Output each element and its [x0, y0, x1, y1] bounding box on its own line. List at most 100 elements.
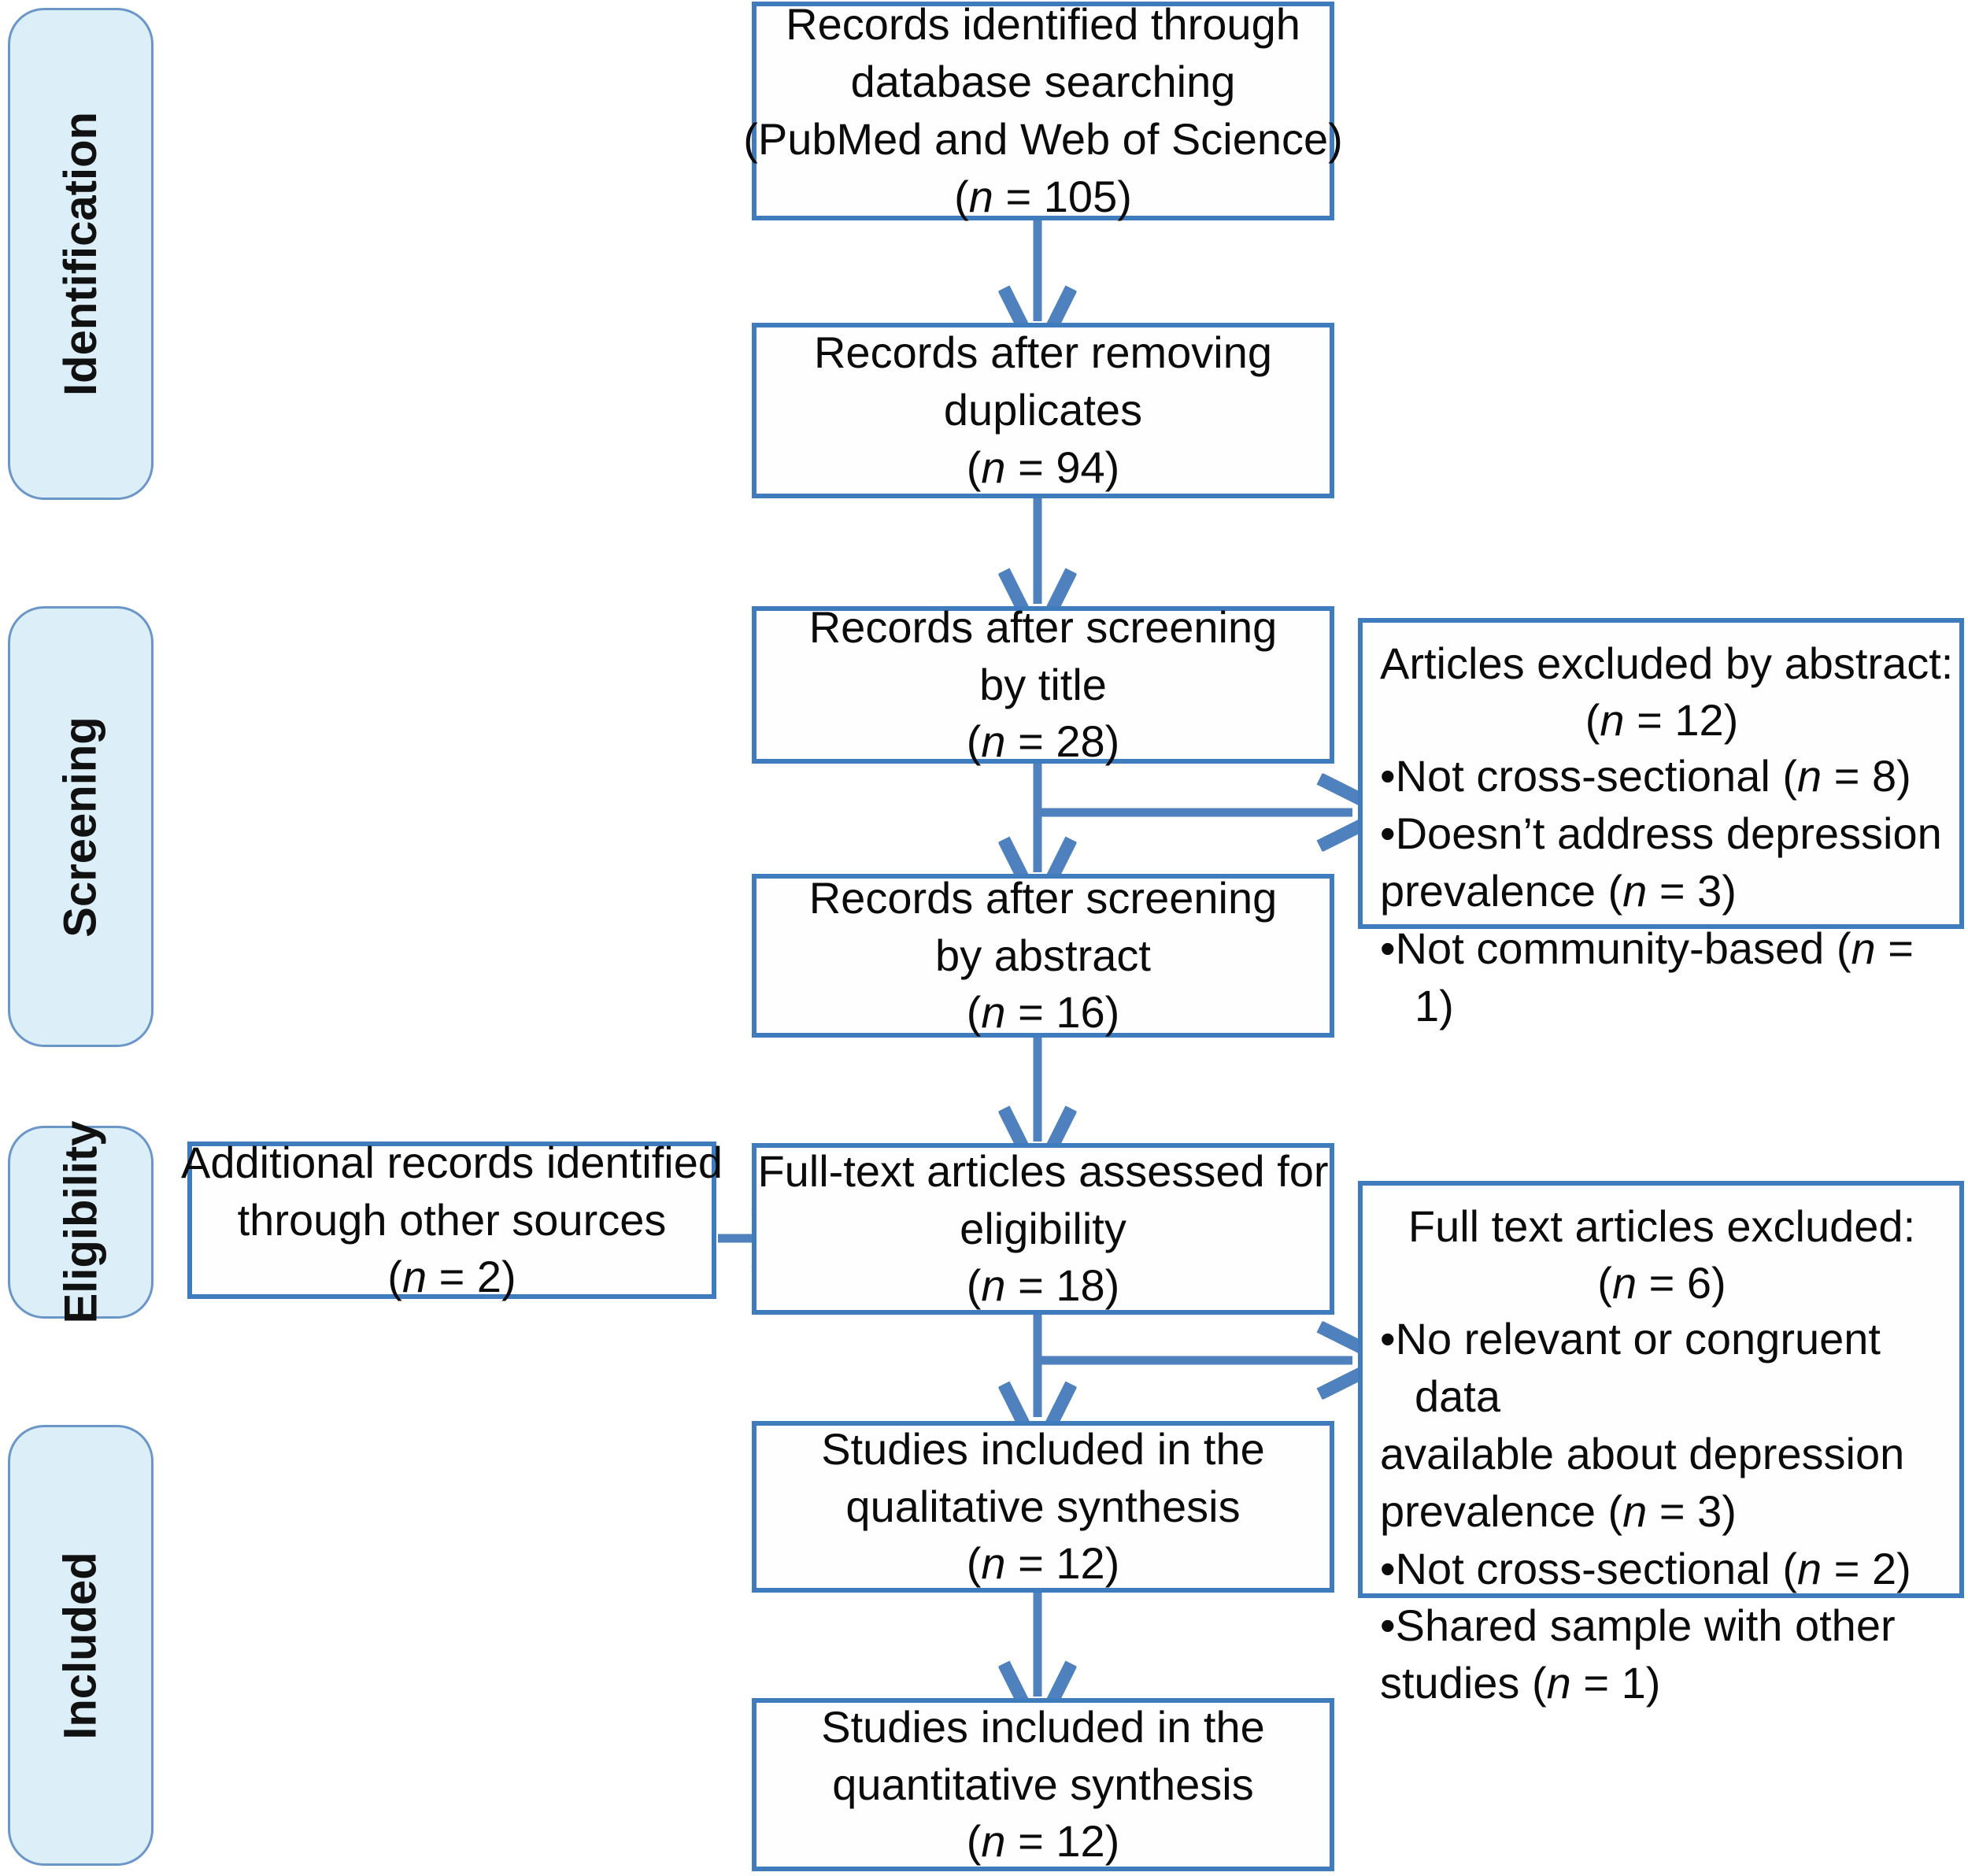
records-identified-line2: database searching [850, 57, 1236, 107]
box-records-after-abstract-screening: Records after screening by abstract (n =… [752, 873, 1334, 1038]
paren-open: ( [966, 987, 982, 1038]
n-symbol: n [1611, 1257, 1637, 1308]
item-text-b: = 2) [1822, 1543, 1911, 1593]
stage-pill-screening: Screening [8, 606, 154, 1047]
paren-open: ( [966, 1260, 982, 1311]
box-additional-records: Additional records identified through ot… [181, 1138, 723, 1302]
item-text-b: = 1) [1415, 923, 1914, 1031]
box-fulltext-assessed: Full-text articles assessed for eligibil… [752, 1143, 1334, 1315]
records-identified-count: (n = 105) [954, 168, 1132, 226]
fulltext-assessed-line2: eligibility [960, 1203, 1126, 1253]
n-symbol: n [1622, 865, 1648, 916]
paren-open: ( [387, 1252, 402, 1302]
n-symbol: n [1851, 923, 1876, 973]
paren-open: ( [954, 171, 969, 221]
item-text-a: Not community-based ( [1395, 923, 1851, 973]
item-text-a: prevalence ( [1380, 865, 1623, 916]
box-articles-excluded-by-abstract: Articles excluded by abstract: (n = 12) … [1358, 618, 1964, 1031]
box-included-quantitative: Studies included in the quantitative syn… [752, 1698, 1334, 1871]
excluded-abstract-total: (n = 12) [1380, 692, 1944, 749]
bullet-glyph: • [1380, 1543, 1396, 1593]
screen-title-count: (n = 28) [967, 713, 1120, 771]
quantitative-count: (n = 12) [967, 1813, 1120, 1870]
stage-label-included: Included [55, 1551, 106, 1740]
stage-label-eligibility: Eligibility [55, 1120, 106, 1324]
item-text-b: = 8) [1822, 751, 1911, 801]
excluded-abstract-title: Articles excluded by abstract: [1380, 638, 1954, 688]
additional-records-count: (n = 2) [387, 1249, 516, 1306]
stage-pill-eligibility: Eligibility [8, 1121, 154, 1323]
excluded-fulltext-item-4: •Shared sample with other [1380, 1597, 1944, 1655]
n-symbol: n [968, 171, 993, 221]
box-records-after-title-screening: Records after screening by title (n = 28… [752, 602, 1334, 766]
excluded-fulltext-item-2: prevalence (n = 3) [1380, 1483, 1944, 1541]
n-symbol: n [981, 716, 1006, 767]
paren-open: ( [966, 1538, 982, 1589]
item-text-b: = 3) [1647, 1486, 1737, 1536]
n-symbol: n [1796, 1543, 1822, 1593]
after-duplicates-line1: Records after removing [813, 327, 1272, 378]
n-symbol: n [981, 1260, 1006, 1311]
n-symbol: n [1546, 1658, 1571, 1708]
qualitative-count: (n = 12) [967, 1535, 1120, 1593]
item-text-a: Not cross-sectional ( [1395, 751, 1797, 801]
fulltext-assessed-line1: Full-text articles assessed for [757, 1145, 1329, 1196]
item-text-b: = 3) [1647, 865, 1737, 916]
paren-open: ( [966, 716, 982, 767]
excluded-abstract-item-0: •Not cross-sectional (n = 8) [1380, 748, 1944, 805]
n-value: = 18) [1005, 1260, 1120, 1311]
stage-pill-included: Included [8, 1425, 154, 1866]
screen-abstract-line2: by abstract [935, 930, 1151, 980]
n-value: = 105) [993, 171, 1132, 221]
n-value: = 12) [1005, 1538, 1120, 1589]
n-symbol: n [981, 987, 1006, 1038]
box-records-after-duplicates: Records after removing duplicates (n = 9… [752, 323, 1334, 498]
item-text-a: No relevant or congruent data [1395, 1314, 1881, 1422]
paren-open: ( [966, 1816, 982, 1867]
n-value: = 12) [1624, 694, 1739, 745]
stage-label-identification: Identification [55, 112, 107, 396]
n-symbol: n [981, 1538, 1006, 1589]
qualitative-line2: qualitative synthesis [845, 1481, 1241, 1531]
item-text-a: Not cross-sectional ( [1395, 1543, 1797, 1593]
n-symbol: n [981, 1816, 1006, 1867]
box-records-identified: Records identified through database sear… [743, 0, 1343, 221]
screen-abstract-line1: Records after screening [808, 872, 1278, 923]
paren-open: ( [966, 442, 982, 492]
paren-open: ( [1597, 1257, 1612, 1308]
excluded-abstract-item-1: •Doesn’t address depression [1380, 805, 1944, 863]
item-text-a: available about depression [1380, 1428, 1905, 1478]
n-symbol: n [981, 442, 1006, 492]
excluded-abstract-item-3: •Not community-based (n = 1) [1380, 920, 1944, 1035]
n-value: = 28) [1005, 716, 1120, 767]
screen-abstract-count: (n = 16) [967, 984, 1120, 1042]
quantitative-line2: quantitative synthesis [832, 1759, 1254, 1809]
bullet-glyph: • [1380, 923, 1396, 973]
n-symbol: n [1622, 1486, 1648, 1536]
bullet-glyph: • [1380, 1600, 1396, 1651]
stage-label-screening: Screening [55, 716, 106, 938]
n-value: = 16) [1005, 987, 1120, 1038]
excluded-abstract-item-2: prevalence (n = 3) [1380, 863, 1944, 920]
excluded-fulltext-total: (n = 6) [1380, 1255, 1944, 1312]
after-duplicates-count: (n = 94) [967, 439, 1120, 497]
n-symbol: n [1796, 751, 1822, 801]
after-duplicates-line2: duplicates [943, 385, 1143, 435]
bullet-glyph: • [1380, 808, 1396, 859]
n-symbol: n [1600, 694, 1625, 745]
fulltext-assessed-count: (n = 18) [967, 1257, 1120, 1315]
screen-title-line1: Records after screening [808, 601, 1278, 652]
box-fulltext-articles-excluded: Full text articles excluded: (n = 6) •No… [1358, 1181, 1964, 1708]
item-text-a: Shared sample with other [1395, 1600, 1896, 1651]
paren-open: ( [1585, 694, 1600, 745]
bullet-glyph: • [1380, 1314, 1396, 1364]
item-text-b: = 1) [1570, 1658, 1661, 1708]
box-included-qualitative: Studies included in the qualitative synt… [752, 1421, 1334, 1593]
excluded-fulltext-title: Full text articles excluded: [1408, 1201, 1916, 1251]
item-text-a: studies ( [1380, 1658, 1547, 1708]
n-value: = 94) [1005, 442, 1120, 492]
n-value: = 2) [427, 1252, 516, 1302]
quantitative-line1: Studies included in the [821, 1701, 1265, 1752]
excluded-fulltext-item-0: •No relevant or congruent data [1380, 1311, 1944, 1426]
n-symbol: n [401, 1252, 427, 1302]
